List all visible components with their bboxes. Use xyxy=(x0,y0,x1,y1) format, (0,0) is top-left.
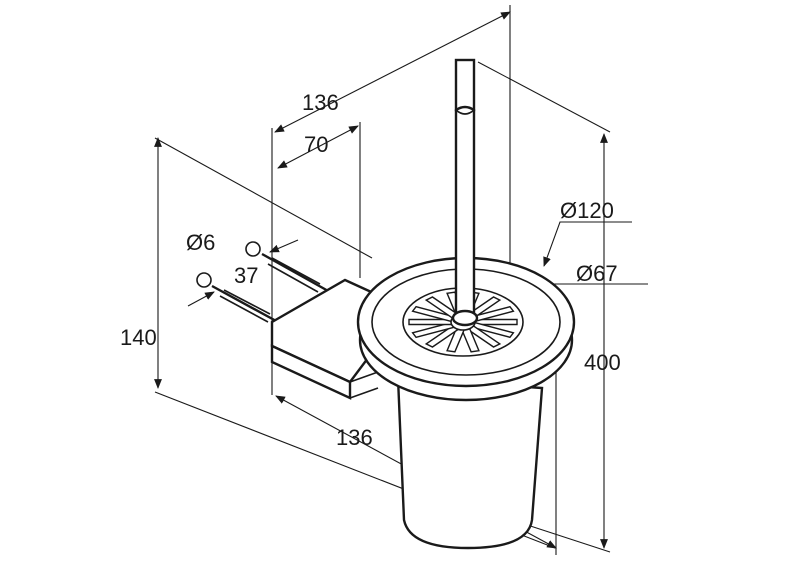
handle-shaft xyxy=(454,105,476,316)
label-mount-depth: 70 xyxy=(304,132,328,157)
ext-line-400-top xyxy=(477,61,611,133)
screw-head-upper xyxy=(245,241,261,257)
handle-collar xyxy=(451,309,479,327)
screw-shaft-upper xyxy=(261,252,331,294)
screw-head-lower xyxy=(196,272,212,288)
leader-length-37 xyxy=(187,291,215,307)
brush-handle xyxy=(451,58,479,327)
label-bowl-outer-diameter: Ø120 xyxy=(560,198,614,223)
bowl-body xyxy=(396,376,544,550)
label-holder-height: 140 xyxy=(120,325,157,350)
ext-line-140-top xyxy=(154,137,373,259)
label-top-depth: 136 xyxy=(302,90,339,115)
dimension-labels: 136 70 Ø6 37 140 136 Ø120 Ø67 400 xyxy=(120,90,621,450)
label-screw-length: 37 xyxy=(234,263,258,288)
leader-diameter-120 xyxy=(543,221,632,267)
handle-top xyxy=(454,58,476,112)
label-total-height: 400 xyxy=(584,350,621,375)
label-screw-diameter: Ø6 xyxy=(186,230,215,255)
dim-line-70 xyxy=(277,125,359,169)
wall-bracket xyxy=(270,278,382,400)
label-bottom-depth: 136 xyxy=(336,425,373,450)
screw-shaft-lower xyxy=(211,284,279,324)
label-bowl-inner-diameter: Ø67 xyxy=(576,261,618,286)
leader-diameter-6 xyxy=(269,239,299,253)
dim-line-top-136 xyxy=(274,11,511,133)
wall-screws xyxy=(196,241,331,324)
